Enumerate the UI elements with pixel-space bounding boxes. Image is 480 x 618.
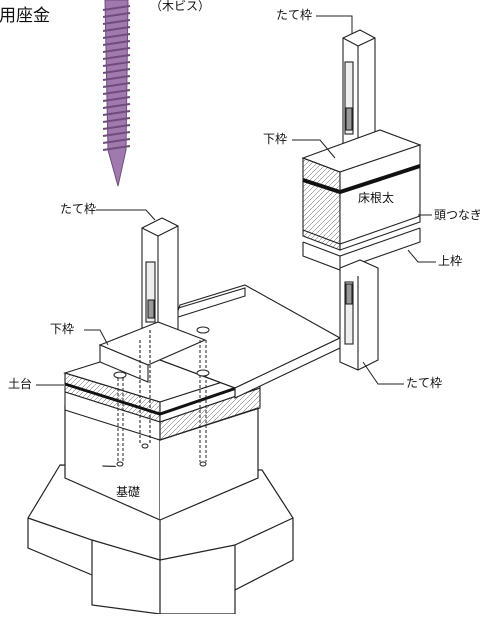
- floor-sheathing: [159, 284, 342, 399]
- screw-thread: [102, 138, 131, 144]
- screw-thread: [102, 89, 131, 95]
- label-bottom-plate-left: 下枠: [50, 322, 75, 336]
- label-foundation: 基礎: [116, 485, 141, 499]
- screw-thread: [102, 110, 131, 116]
- screw-thread: [102, 103, 131, 109]
- lower-stud: [339, 259, 379, 371]
- stud-left: [98, 217, 207, 445]
- screw-thread: [102, 82, 131, 88]
- screw-thread: [102, 47, 131, 53]
- screw-thread: [102, 131, 131, 137]
- label-screw-partial: （木ビス）: [150, 0, 211, 13]
- label-header-joist: 頭つなぎ: [434, 209, 480, 221]
- wood-screw-icon: [102, 0, 131, 187]
- label-bottom-plate-right: 下枠: [263, 132, 288, 146]
- anchor-bolts: [113, 326, 210, 467]
- label-stud-top-right: たて枠: [276, 8, 313, 22]
- screw-thread: [102, 19, 131, 25]
- label-top-plate: 上枠: [438, 254, 463, 268]
- screw-thread: [102, 124, 131, 130]
- screw-thread: [102, 68, 131, 74]
- label-joist: 床根太: [358, 191, 395, 205]
- screw-thread: [102, 61, 131, 67]
- leader-lines: [36, 15, 436, 386]
- label-stud-left: たて枠: [60, 202, 97, 216]
- screw-thread: [102, 33, 131, 39]
- screw-thread: [102, 5, 131, 11]
- joist-block: [301, 129, 422, 271]
- screw-thread: [102, 40, 131, 46]
- label-washer-partial: 専用座金: [0, 6, 50, 26]
- screw-thread: [102, 12, 131, 18]
- label-sill: 土台: [8, 377, 33, 391]
- screw-thread: [102, 54, 131, 60]
- screw-thread: [102, 117, 131, 123]
- label-stud-bottom-right: たて枠: [406, 376, 443, 390]
- screw-thread: [102, 96, 131, 102]
- screw-thread: [102, 26, 131, 32]
- screw-thread: [102, 145, 131, 151]
- screw-thread: [102, 75, 131, 81]
- foundation-block: [27, 404, 294, 615]
